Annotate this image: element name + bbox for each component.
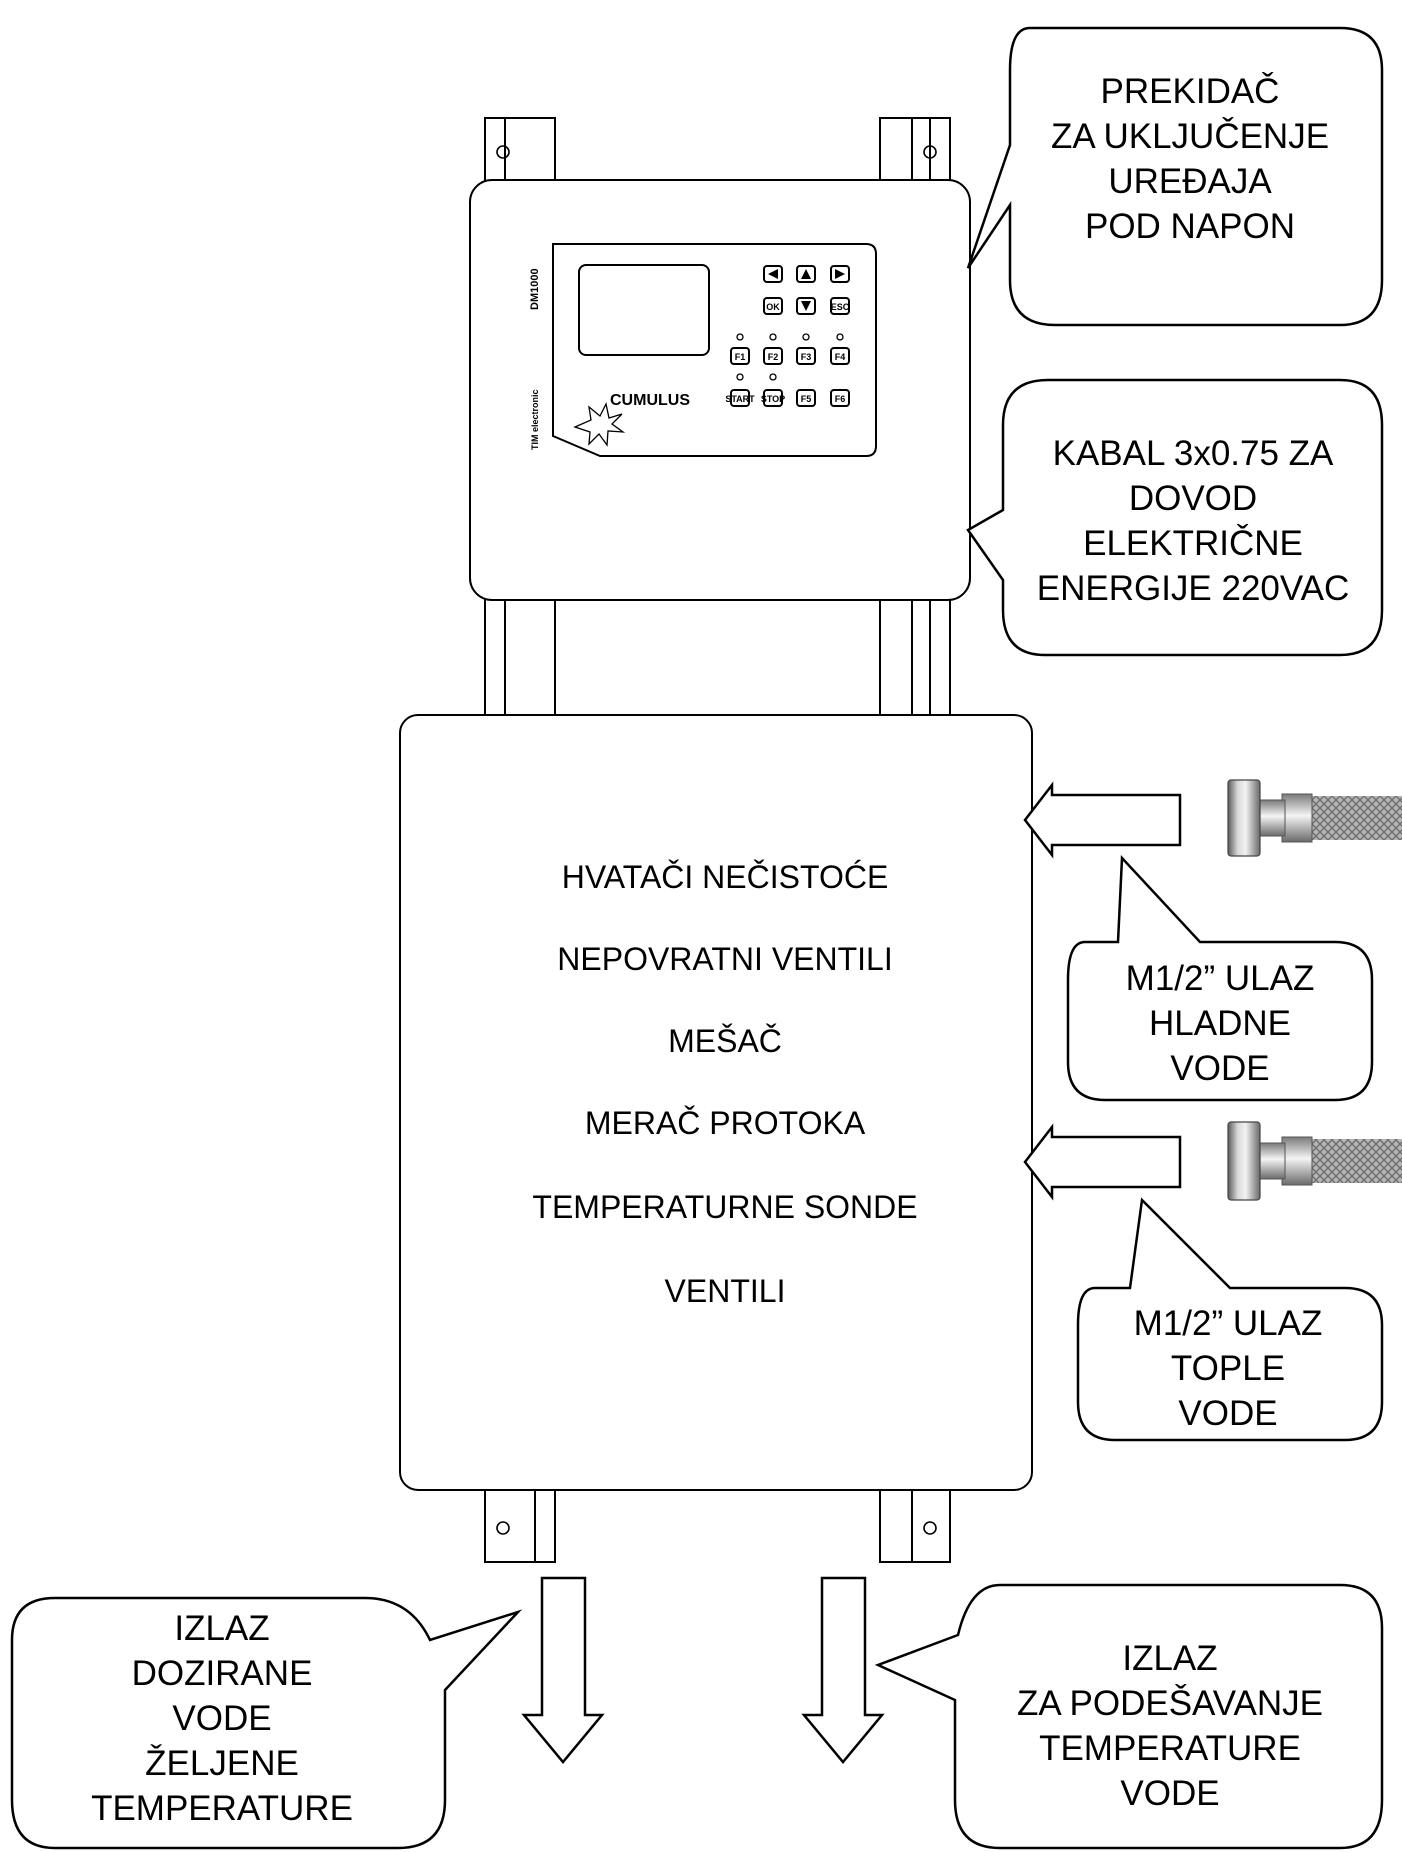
mounting-hole-icon <box>923 1521 937 1535</box>
button-down[interactable] <box>796 297 816 315</box>
arrow-left-icon <box>768 269 778 279</box>
brand-label: TIM electronic <box>530 389 540 450</box>
callout-line: POD NAPON <box>1085 207 1295 246</box>
button-f5-label: F5 <box>801 394 812 404</box>
starburst-logo-icon <box>573 402 626 447</box>
mounting-hole-icon <box>496 1521 510 1535</box>
hot-water-hose-fitting <box>1227 1121 1402 1201</box>
indicator-leds-bottom <box>736 373 777 381</box>
button-esc[interactable]: ESC <box>830 297 850 315</box>
outlet-right-arrow-icon <box>801 1576 885 1764</box>
callout-line: M1/2” ULAZ <box>1134 1304 1323 1343</box>
component-item: VENTILI <box>665 1273 786 1309</box>
button-esc-label: ESC <box>831 302 850 312</box>
hydraulic-unit-box <box>399 714 1033 1491</box>
mounting-hole-icon <box>496 145 510 159</box>
callout-line: IZLAZ <box>174 1609 269 1648</box>
callout-line: PREKIDAČ <box>1101 72 1280 111</box>
mounting-rail-bottom-right <box>879 1489 951 1563</box>
button-ok[interactable]: OK <box>763 297 783 315</box>
button-f4[interactable]: F4 <box>830 347 850 365</box>
callout-line: DOZIRANE <box>132 1654 313 1693</box>
outlet-left-arrow-icon <box>521 1576 605 1764</box>
callout-line: VODE <box>1178 1394 1277 1433</box>
callout-line: HLADNE <box>1149 1004 1291 1043</box>
button-stop[interactable]: STOP <box>761 389 785 407</box>
callout-line: TEMPERATURE <box>91 1789 353 1828</box>
callout-cold-inlet: M1/2” ULAZ HLADNE VODE <box>1066 854 1374 1102</box>
control-panel: DM1000 TIM electronic CUMULUS <box>529 243 877 457</box>
cold-water-hose-fitting <box>1227 779 1402 857</box>
callout-line: ŽELJENE <box>145 1744 299 1783</box>
callout-line: IZLAZ <box>1122 1639 1217 1678</box>
button-left[interactable] <box>763 265 783 283</box>
component-item: NEPOVRATNI VENTILI <box>557 941 892 977</box>
callout-line: DOVOD <box>1129 479 1257 518</box>
button-up[interactable] <box>796 265 816 283</box>
callout-line: TOPLE <box>1171 1349 1285 1388</box>
button-start-label: START <box>725 394 755 404</box>
component-item: MERAČ PROTOKA <box>585 1105 866 1141</box>
component-item: TEMPERATURNE SONDE <box>532 1189 917 1225</box>
callout-power-switch: PREKIDAČ ZA UKLJUČENJE UREĐAJA POD NAPON <box>966 26 1384 327</box>
callout-outlet-adjust: IZLAZ ZA PODEŠAVANJE TEMPERATURE VODE <box>874 1583 1384 1850</box>
callout-line: ELEKTRIČNE <box>1083 524 1303 563</box>
callout-hot-inlet: M1/2” ULAZ TOPLE VODE <box>1076 1197 1384 1442</box>
button-f1[interactable]: F1 <box>730 347 750 365</box>
button-start[interactable]: START <box>725 389 755 407</box>
button-f1-label: F1 <box>735 352 746 362</box>
callout-line: ZA PODEŠAVANJE <box>1017 1684 1323 1723</box>
components-list: HVATAČI NEČISTOĆE NEPOVRATNI VENTILI MEŠ… <box>532 859 917 1309</box>
button-f6[interactable]: F6 <box>830 389 850 407</box>
callout-line: VODE <box>1170 1049 1269 1088</box>
button-stop-label: STOP <box>761 394 785 404</box>
arrow-right-icon <box>835 269 845 279</box>
callout-outlet-dosed: IZLAZ DOZIRANE VODE ŽELJENE TEMPERATURE <box>10 1596 523 1850</box>
lcd-display <box>578 264 710 356</box>
button-f6-label: F6 <box>835 394 846 404</box>
button-f4-label: F4 <box>835 352 846 362</box>
component-item: HVATAČI NEČISTOĆE <box>562 859 889 895</box>
button-right[interactable] <box>830 265 850 283</box>
button-ok-label: OK <box>766 302 780 312</box>
callout-line: VODE <box>172 1699 271 1738</box>
button-f3-label: F3 <box>801 352 812 362</box>
mounting-rail-bottom-left <box>484 1489 556 1563</box>
button-f3[interactable]: F3 <box>796 347 816 365</box>
indicator-leds-top <box>736 333 844 341</box>
model-label: DM1000 <box>529 268 541 310</box>
callout-line: M1/2” ULAZ <box>1126 959 1315 998</box>
callout-line: TEMPERATURE <box>1039 1729 1301 1768</box>
callout-power-cable: KABAL 3x0.75 ZA DOVOD ELEKTRIČNE ENERGIJ… <box>966 378 1384 657</box>
cold-inlet-arrow-icon <box>1023 781 1182 859</box>
button-f5[interactable]: F5 <box>796 389 816 407</box>
callout-line: KABAL 3x0.75 ZA <box>1053 434 1334 473</box>
callout-line: ZA UKLJUČENJE <box>1051 117 1329 156</box>
arrow-up-icon <box>801 269 811 279</box>
product-name: CUMULUS <box>610 392 690 409</box>
button-f2-label: F2 <box>768 352 779 362</box>
callout-line: UREĐAJA <box>1108 162 1272 201</box>
callout-line: ENERGIJE 220VAC <box>1037 569 1350 608</box>
component-item: MEŠAČ <box>668 1023 782 1059</box>
mounting-hole-icon <box>923 145 937 159</box>
callout-line: VODE <box>1120 1774 1219 1813</box>
arrow-down-icon <box>801 301 811 311</box>
button-f2[interactable]: F2 <box>763 347 783 365</box>
hot-inlet-arrow-icon <box>1023 1123 1182 1201</box>
